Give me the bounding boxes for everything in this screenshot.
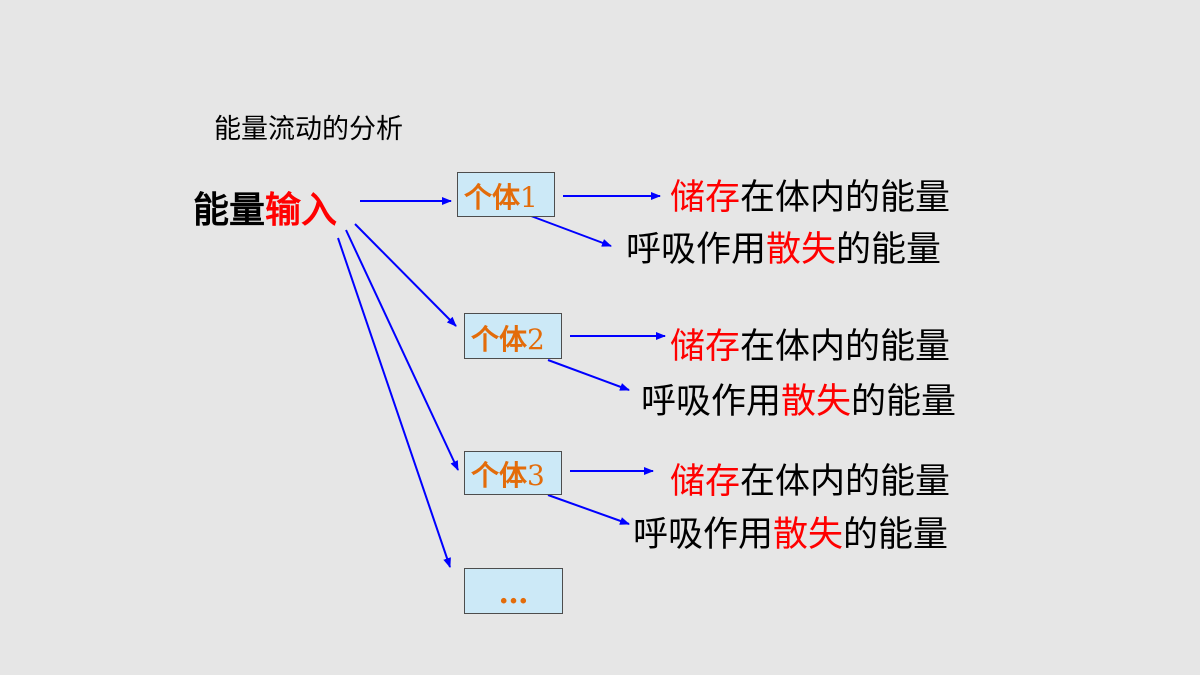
respiration-highlight: 散失 bbox=[773, 515, 844, 555]
respiration-line-2: 呼吸作用散失的能量 bbox=[641, 385, 956, 420]
storage-text: 在体内的能量 bbox=[740, 327, 951, 367]
storage-text: 在体内的能量 bbox=[740, 178, 951, 218]
individual-label: 个体 bbox=[471, 459, 528, 492]
respiration-text: 呼吸作用 bbox=[641, 382, 782, 422]
storage-line-1: 储存在体内的能量 bbox=[670, 181, 950, 216]
respiration-highlight: 散失 bbox=[781, 382, 852, 422]
storage-text: 在体内的能量 bbox=[740, 462, 951, 502]
arrow-input-to-individual-2 bbox=[354, 223, 457, 327]
respiration-text: 呼吸作用 bbox=[633, 515, 774, 555]
arrow-individual-3-to-respiration bbox=[547, 494, 630, 525]
individual-number: 3 bbox=[527, 459, 545, 492]
arrow-individual-2-to-respiration bbox=[547, 359, 630, 391]
individual-box-3: 个体3 bbox=[464, 451, 562, 495]
slide-title: 能量流动的分析 bbox=[214, 114, 403, 145]
respiration-tail: 的能量 bbox=[843, 515, 949, 555]
energy-word: 能量 bbox=[193, 189, 266, 231]
individual-box-2: 个体2 bbox=[464, 313, 562, 359]
storage-line-2: 储存在体内的能量 bbox=[670, 330, 950, 365]
respiration-highlight: 散失 bbox=[766, 230, 837, 270]
storage-highlight: 储存 bbox=[670, 462, 741, 502]
individual-box-1: 个体1 bbox=[457, 172, 555, 217]
storage-highlight: 储存 bbox=[670, 327, 741, 367]
respiration-line-3: 呼吸作用散失的能量 bbox=[633, 518, 948, 553]
individual-number: 2 bbox=[527, 323, 545, 356]
more-individuals-box: … bbox=[464, 568, 563, 614]
individual-label: 个体 bbox=[464, 181, 521, 214]
arrow-individual-1-to-respiration bbox=[530, 215, 612, 247]
storage-highlight: 储存 bbox=[670, 178, 741, 218]
respiration-tail: 的能量 bbox=[851, 382, 957, 422]
arrow-input-to-more bbox=[337, 237, 451, 568]
individual-number: 1 bbox=[520, 181, 538, 214]
respiration-line-1: 呼吸作用散失的能量 bbox=[626, 233, 941, 268]
input-word: 输入 bbox=[265, 189, 338, 231]
arrow-input-to-individual-3 bbox=[345, 229, 459, 471]
respiration-text: 呼吸作用 bbox=[626, 230, 767, 270]
respiration-tail: 的能量 bbox=[836, 230, 942, 270]
individual-label: 个体 bbox=[471, 323, 528, 356]
energy-input-label: 能量输入 bbox=[193, 181, 337, 233]
storage-line-3: 储存在体内的能量 bbox=[670, 465, 950, 500]
